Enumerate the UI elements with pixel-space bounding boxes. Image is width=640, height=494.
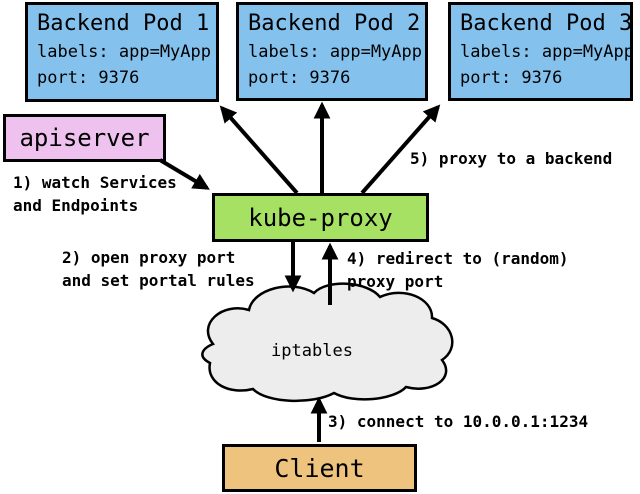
annotation-step4-redirect: 4) redirect to (random) proxy port (347, 249, 569, 291)
arrow-kube-proxy-to-pod1 (219, 105, 299, 195)
iptables-label: iptables (271, 341, 353, 361)
backend-pod-3-box: Backend Pod 3 labels: app=MyApp port: 93… (448, 2, 634, 101)
client-label: Client (274, 453, 365, 483)
pod-labels-line: labels: app=MyApp (37, 42, 211, 62)
pod-labels-line: labels: app=MyApp (460, 42, 634, 62)
apiserver-box: apiserver (3, 114, 166, 162)
pod-port-line: port: 9376 (248, 68, 351, 88)
kube-proxy-box: kube-proxy (212, 193, 429, 242)
pod-title: Backend Pod 3 (460, 11, 633, 36)
pod-labels-line: labels: app=MyApp (248, 42, 422, 62)
pod-port-line: port: 9376 (37, 68, 140, 88)
annotation-step1-watch-services: 1) watch Services and Endpoints (13, 173, 177, 215)
annotation-step3-connect: 3) connect to 10.0.0.1:1234 (328, 412, 589, 431)
annotation-step5-proxy-to-backend: 5) proxy to a backend (410, 149, 613, 168)
pod-title: Backend Pod 2 (248, 11, 421, 36)
pod-title: Backend Pod 1 (37, 11, 210, 36)
backend-pod-2-box: Backend Pod 2 labels: app=MyApp port: 93… (236, 2, 428, 101)
apiserver-label: apiserver (19, 124, 150, 152)
backend-pod-1-box: Backend Pod 1 labels: app=MyApp port: 93… (25, 2, 219, 102)
annotation-step2-open-proxy-port: 2) open proxy port and set portal rules (62, 248, 255, 290)
client-box: Client (222, 444, 417, 492)
pod-port-line: port: 9376 (460, 68, 563, 88)
kube-proxy-label: kube-proxy (248, 203, 393, 232)
